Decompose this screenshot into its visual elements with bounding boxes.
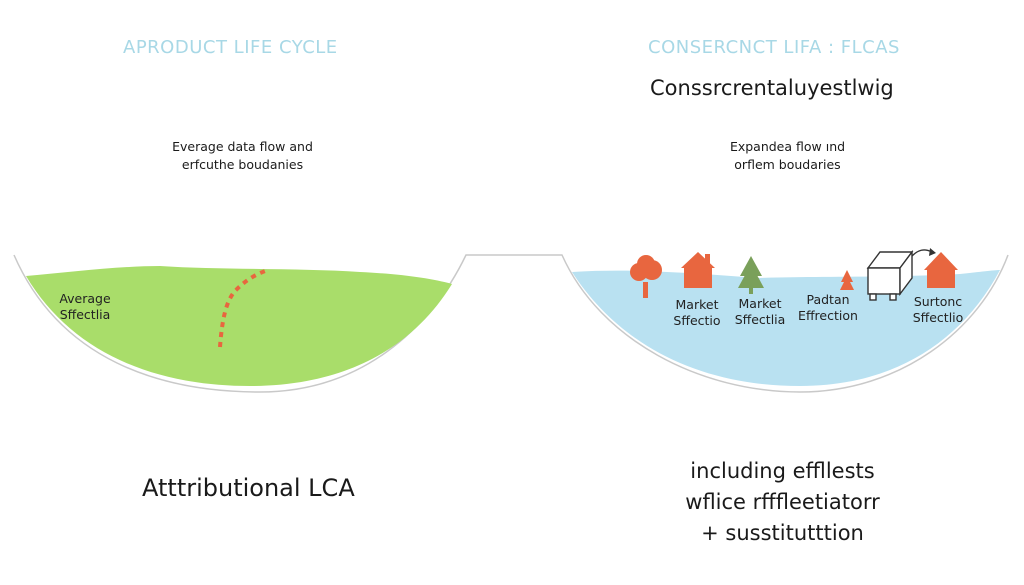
label-line1: Surtonc [913,294,963,309]
label-line2: Effrection [798,308,858,323]
left-desc-line2: erfcuthe boudanies [181,157,304,172]
left-label-line1: Average [59,291,111,306]
label-line2: Sffectio [673,313,721,328]
house-icon [681,252,715,288]
market-effect-label-2: Market Sffectlia [728,296,792,328]
left-heading: APRODUCT LIFE CYCLE [123,37,338,58]
market-effect-label-1: Market Sffectio [665,297,729,329]
label-line1: Market [675,297,719,312]
house-icon [924,252,958,288]
dashed-flow-line [218,268,269,348]
green-basin [26,266,452,386]
left-label-line2: Sffectlia [59,307,111,322]
left-desc-line1: Everage data flow and [172,139,313,154]
left-basin-label: Average Sffectlia [50,291,120,323]
basin-outline [13,254,1009,393]
right-desc-line1: Expandea flow ınd [729,139,846,154]
left-footer: Atttributional LCA [142,474,355,502]
left-description: Everage data flow and erfcuthe boudanies [160,138,325,174]
right-heading: CONSERCNCT LIFA : FLCAS [648,37,900,58]
small-tree-icon [840,270,854,290]
right-desc-line2: orflem boudaries [734,157,841,172]
label-line1: Market [738,296,782,311]
label-line2: Sffectlio [912,310,964,325]
right-footer-line3: + susstitutttion [701,521,864,545]
padtan-effect-label: Padtan Effrection [795,292,861,324]
right-footer: including effllests wflice rfffleetiator… [655,456,910,549]
right-footer-line2: wflice rfffleetiatorr [685,490,880,514]
right-footer-line1: including effllests [690,459,875,483]
label-line1: Padtan [806,292,850,307]
label-line2: Sffectlia [734,312,786,327]
right-description: Expandea flow ınd orflem boudaries [705,138,870,174]
surtonc-effect-label: Surtonc Sffectlio [905,294,971,326]
factory-icon [866,248,936,301]
right-subtitle: Conssrcrentaluyestlwig [650,76,894,100]
deciduous-tree-icon [630,255,662,298]
pine-tree-icon [738,256,764,294]
